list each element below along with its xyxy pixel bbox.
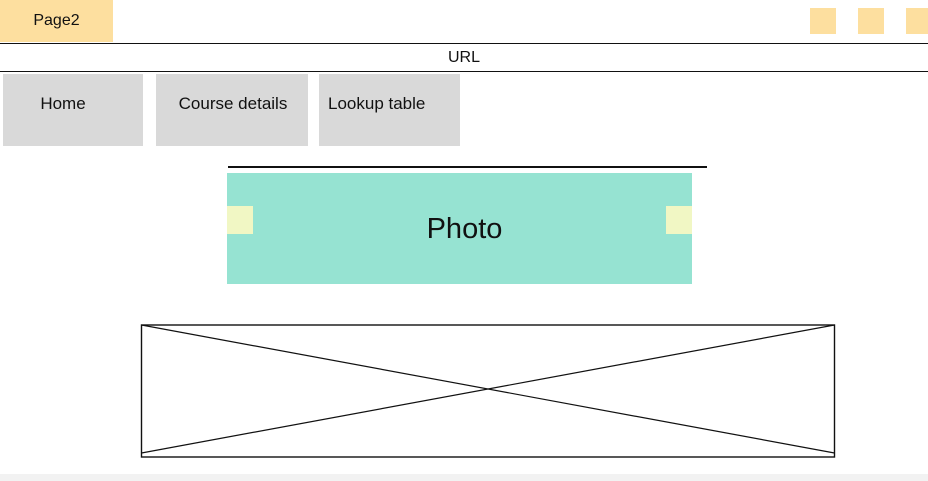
nav-tab-home[interactable]: Home <box>3 74 143 146</box>
window-control-2[interactable] <box>858 8 884 34</box>
photo-carousel: Photo <box>227 173 692 284</box>
carousel-next-button[interactable] <box>666 206 692 234</box>
page-tab[interactable]: Page2 <box>0 0 113 42</box>
carousel-label: Photo <box>426 213 503 245</box>
divider <box>228 166 707 168</box>
window-control-3[interactable] <box>906 8 928 34</box>
url-bar[interactable]: URL <box>0 43 928 72</box>
status-strip <box>0 474 928 481</box>
nav-tab-course-details[interactable]: Course details <box>156 74 308 146</box>
carousel-prev-button[interactable] <box>227 206 253 234</box>
window-control-1[interactable] <box>810 8 836 34</box>
image-placeholder-icon <box>140 324 836 458</box>
nav-tab-lookup-table[interactable]: Lookup table <box>319 74 460 146</box>
